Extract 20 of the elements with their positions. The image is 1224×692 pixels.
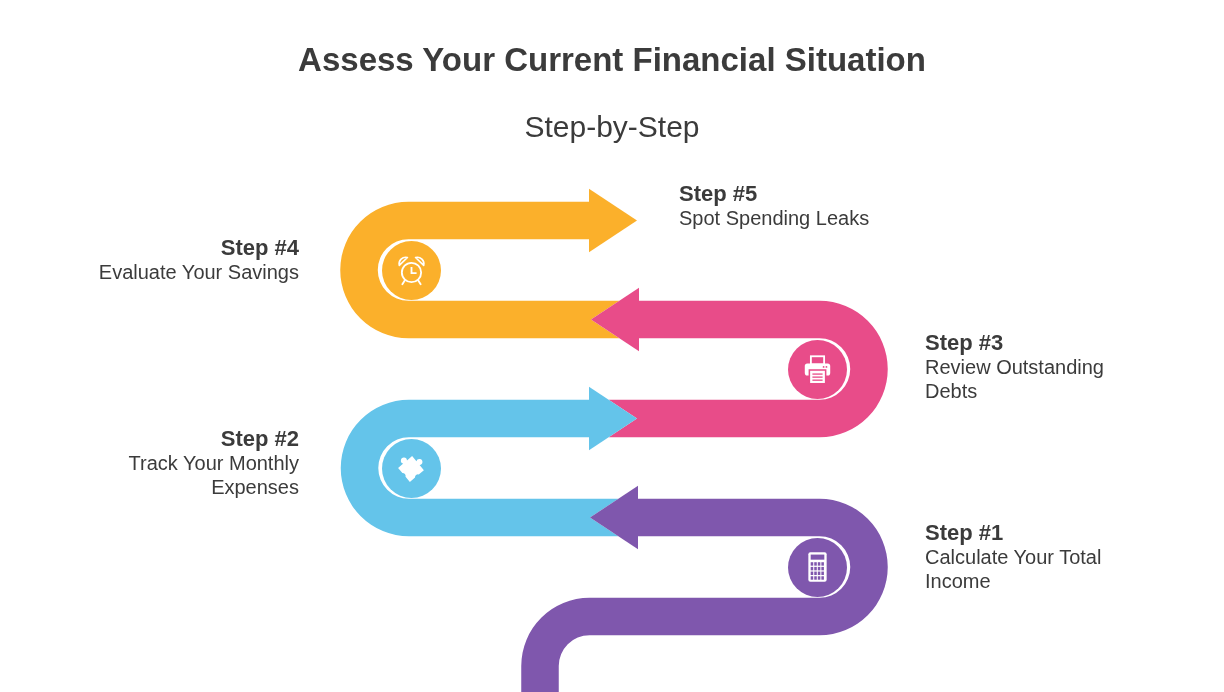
- u-shaped-band: [608, 300, 888, 438]
- arrowhead: [591, 287, 639, 352]
- step-heading: Step #3: [925, 329, 1004, 355]
- arrowhead: [589, 188, 637, 253]
- step-heading: Step #1: [925, 519, 1004, 545]
- arrowhead: [589, 386, 637, 451]
- subtitle: Step-by-Step: [524, 109, 700, 145]
- step-heading: Step #4: [220, 234, 299, 260]
- step-description: Spot Spending Leaks: [679, 206, 870, 230]
- step-description: Calculate Your Total Income: [925, 545, 1103, 594]
- step-description: Review Outstanding Debts: [925, 355, 1105, 404]
- step-heading: Step #5: [679, 180, 758, 206]
- arrowhead: [590, 485, 638, 550]
- u-shaped-band: [340, 399, 619, 537]
- step-heading: Step #2: [220, 425, 299, 451]
- step-description: Evaluate Your Savings: [98, 260, 299, 284]
- u-shaped-band: [521, 498, 888, 692]
- title: Assess Your Current Financial Situation: [298, 40, 926, 80]
- u-shaped-band: [340, 201, 620, 339]
- step-description: Track Your Monthly Expenses: [127, 451, 299, 500]
